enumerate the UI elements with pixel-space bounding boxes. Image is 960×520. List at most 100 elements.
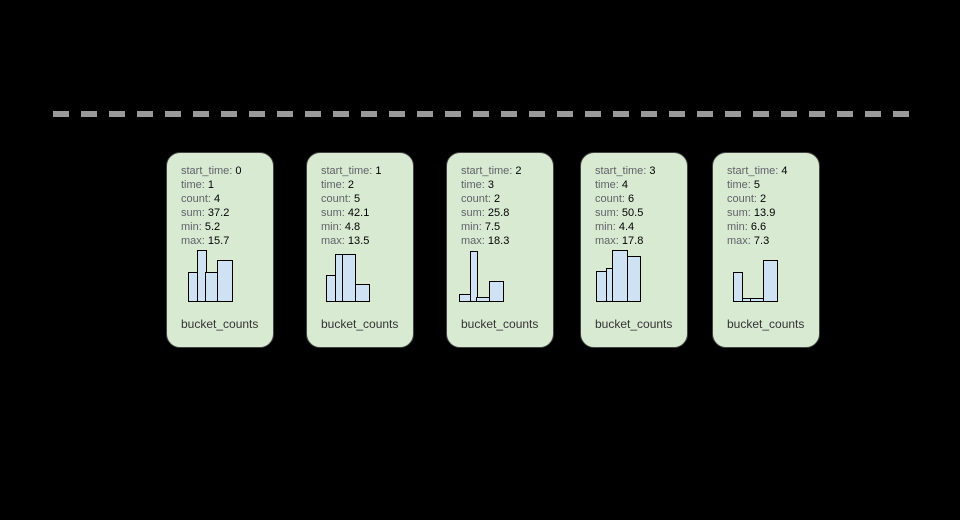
field-value: 3 [649, 165, 656, 177]
field-value: 7.5 [484, 221, 501, 233]
bucket-counts-label: bucket_counts [461, 317, 539, 331]
field-line: start_time: 3 [595, 164, 681, 178]
field-label: time: [461, 179, 488, 191]
histogram-bar [216, 260, 233, 302]
field-label: count: [181, 193, 215, 205]
field-line: sum: 37.2 [181, 206, 267, 220]
field-value: 2 [760, 193, 767, 205]
bucket-histogram [596, 250, 641, 302]
field-label: max: [595, 235, 622, 247]
field-label: sum: [181, 207, 208, 219]
field-value: 6.6 [750, 221, 767, 233]
field-label: count: [461, 193, 495, 205]
field-label: count: [595, 193, 629, 205]
field-value: 17.8 [621, 235, 644, 247]
field-label: max: [321, 235, 348, 247]
field-value: 1 [207, 179, 215, 191]
field-label: time: [321, 179, 348, 191]
field-line: start_time: 2 [461, 164, 547, 178]
field-value: 6 [628, 193, 635, 205]
field-value: 2 [494, 193, 501, 205]
field-line: min: 5.2 [181, 220, 267, 234]
field-value: 42.1 [347, 207, 370, 219]
field-value: 25.8 [487, 207, 510, 219]
bucket-histogram [326, 254, 370, 302]
bucket-counts-label: bucket_counts [321, 317, 399, 331]
field-label: count: [321, 193, 355, 205]
field-label: start_time: [461, 165, 516, 177]
field-value: 13.9 [753, 207, 776, 219]
field-value: 2 [347, 179, 355, 191]
field-value: 4 [781, 165, 788, 177]
field-line: time: 4 [595, 178, 681, 192]
field-value: 50.5 [621, 207, 644, 219]
bucket-counts-label: bucket_counts [181, 317, 259, 331]
field-value: 0 [235, 165, 242, 177]
field-line: time: 2 [321, 178, 407, 192]
field-line: time: 3 [461, 178, 547, 192]
field-value: 15.7 [207, 235, 230, 247]
field-line: sum: 13.9 [727, 206, 813, 220]
field-line: min: 7.5 [461, 220, 547, 234]
bucket-counts-label: bucket_counts [595, 317, 673, 331]
field-line: time: 1 [181, 178, 267, 192]
field-value: 2 [515, 165, 522, 177]
field-line: count: 5 [321, 192, 407, 206]
field-label: min: [727, 221, 751, 233]
field-value: 5.2 [204, 221, 221, 233]
field-label: sum: [461, 207, 488, 219]
field-line: min: 6.6 [727, 220, 813, 234]
field-line: count: 2 [461, 192, 547, 206]
histogram-bar [469, 251, 478, 302]
field-line: max: 7.3 [727, 234, 813, 248]
field-label: start_time: [595, 165, 650, 177]
field-line: max: 13.5 [321, 234, 407, 248]
field-line: sum: 50.5 [595, 206, 681, 220]
field-label: sum: [595, 207, 622, 219]
field-value: 4 [621, 179, 629, 191]
bucket-histogram [188, 250, 233, 302]
field-label: min: [321, 221, 345, 233]
bucket-counts-label: bucket_counts [727, 317, 805, 331]
field-value: 7.3 [753, 235, 770, 247]
field-value: 4.4 [618, 221, 635, 233]
field-value: 4.8 [344, 221, 361, 233]
field-label: max: [181, 235, 208, 247]
field-value: 37.2 [207, 207, 230, 219]
field-label: max: [727, 235, 754, 247]
field-line: max: 15.7 [181, 234, 267, 248]
timeline-dashed-line [53, 111, 915, 117]
field-value: 4 [214, 193, 221, 205]
bucket-histogram [459, 251, 504, 302]
field-label: time: [595, 179, 622, 191]
histogram-bar [733, 272, 743, 302]
field-value: 5 [354, 193, 361, 205]
field-line: max: 18.3 [461, 234, 547, 248]
field-value: 13.5 [347, 235, 370, 247]
field-label: min: [461, 221, 485, 233]
field-label: count: [727, 193, 761, 205]
field-value: 1 [375, 165, 382, 177]
field-line: start_time: 4 [727, 164, 813, 178]
field-label: sum: [727, 207, 754, 219]
field-value: 5 [753, 179, 761, 191]
histogram-bar [488, 281, 504, 302]
histogram-bar [626, 256, 641, 302]
field-line: count: 2 [727, 192, 813, 206]
field-line: sum: 42.1 [321, 206, 407, 220]
histogram-bar [342, 254, 356, 302]
field-label: start_time: [727, 165, 782, 177]
field-label: start_time: [181, 165, 236, 177]
bucket-histogram [733, 260, 778, 302]
field-line: count: 4 [181, 192, 267, 206]
